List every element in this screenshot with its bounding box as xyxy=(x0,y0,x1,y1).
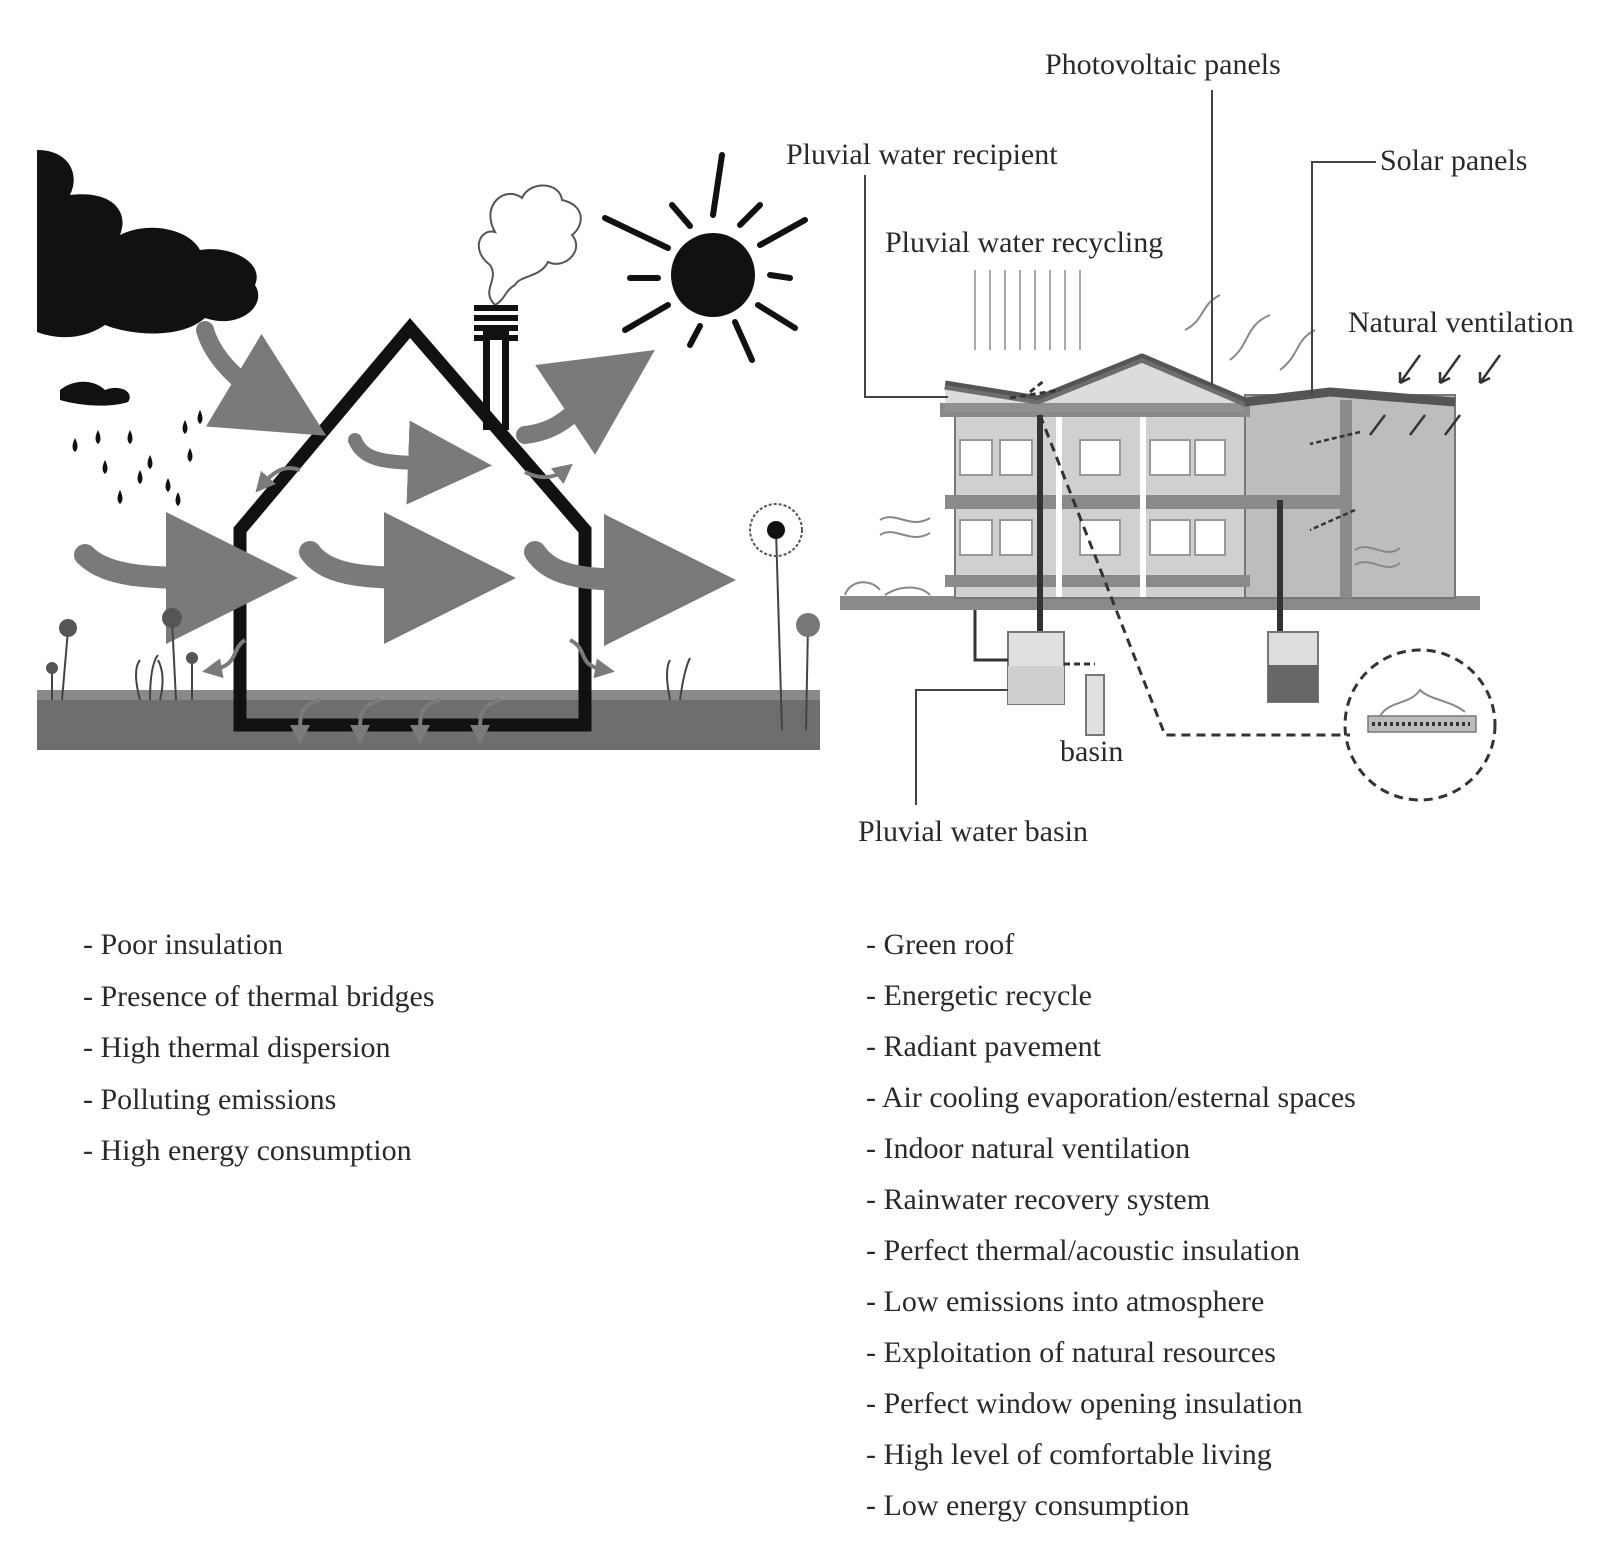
feature-item: - Perfect window opening insulation xyxy=(866,1387,1303,1420)
green-building-features-list: - Green roof - Energetic recycle - Radiant… xyxy=(866,928,1356,1540)
feature-item: - Perfect thermal/acoustic insulation xyxy=(866,1234,1301,1267)
rain-lines xyxy=(974,270,1081,350)
heat-flow-arrows xyxy=(74,321,736,647)
leader-lines xyxy=(864,90,1376,805)
label-pluvial-water-basin: Pluvial water basin xyxy=(858,815,1088,848)
label-photovoltaic-panels: Photovoltaic panels xyxy=(1045,48,1281,81)
traditional-house-issues-list: - Poor insulation - Presence of thermal b… xyxy=(83,928,435,1186)
label-natural-ventilation: Natural ventilation xyxy=(1348,306,1574,339)
issue-item: - Presence of thermal bridges xyxy=(83,979,435,1013)
storm-cloud xyxy=(37,150,259,406)
wind-squiggles xyxy=(1184,294,1316,371)
feature-item: - Air cooling evaporation/esternal space… xyxy=(866,1081,1356,1114)
feature-item: - Radiant pavement xyxy=(866,1030,1101,1063)
feature-item: - Indoor natural ventilation xyxy=(866,1132,1191,1165)
house-outline xyxy=(233,317,592,732)
label-basin: basin xyxy=(1060,735,1124,768)
issue-item: - Poor insulation xyxy=(83,928,283,961)
green-building xyxy=(840,394,1480,610)
detail-circle xyxy=(1343,648,1497,802)
water-tanks xyxy=(973,610,1319,736)
exterior-elements xyxy=(844,516,1401,596)
feature-item: - High level of comfortable living xyxy=(866,1438,1272,1471)
chimney-smoke xyxy=(477,184,582,307)
label-pluvial-water-recipient: Pluvial water recipient xyxy=(786,138,1058,171)
flowers xyxy=(46,503,820,731)
feature-item: - Exploitation of natural resources xyxy=(866,1336,1276,1369)
issue-item: - High thermal dispersion xyxy=(83,1031,391,1064)
pavement-detail xyxy=(1367,688,1477,733)
feature-item: - Low energy consumption xyxy=(866,1489,1190,1522)
label-pluvial-water-recycling: Pluvial water recycling xyxy=(885,226,1164,259)
issue-item: - Polluting emissions xyxy=(83,1082,337,1116)
feature-item: - Energetic recycle xyxy=(866,979,1092,1012)
ventilation-arrows xyxy=(1369,354,1502,436)
sun xyxy=(602,152,808,363)
dispersion-arrows xyxy=(202,463,615,745)
issue-item: - High energy consumption xyxy=(83,1134,412,1167)
feature-item: - Rainwater recovery system xyxy=(866,1183,1211,1216)
water-drain-line xyxy=(1038,414,1350,737)
indoor-ventilation-arrows xyxy=(1309,430,1361,532)
rain-drops xyxy=(72,410,203,506)
feature-item: - Green roof xyxy=(866,928,1015,961)
feature-item: - Low emissions into atmosphere xyxy=(866,1285,1265,1318)
label-solar-panels: Solar panels xyxy=(1380,144,1528,177)
